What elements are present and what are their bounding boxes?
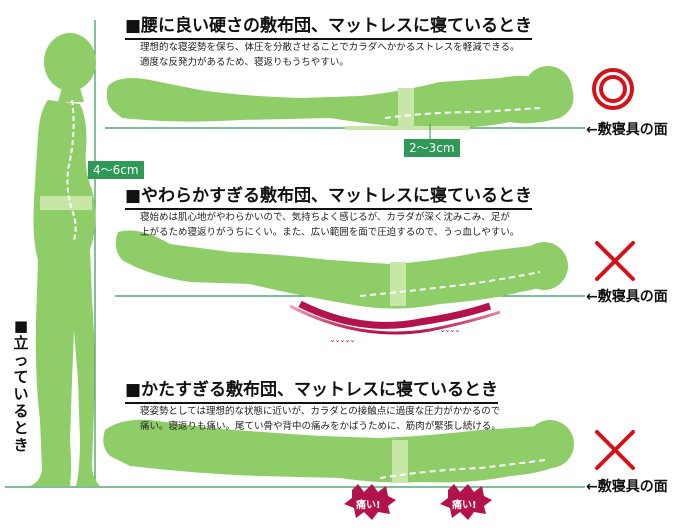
pain-label-1: 痛い! bbox=[356, 500, 381, 511]
standing-figure bbox=[30, 33, 100, 486]
standing-label-char: と bbox=[13, 419, 29, 437]
bad-mark-2 bbox=[595, 430, 635, 470]
measure-tag-2-3cm: 2～3cm bbox=[404, 139, 460, 157]
section-heading-soft: ■やわらかすぎる敷布団、マットレスに寝ているとき bbox=[125, 186, 533, 210]
surface-label-2: ←敷寝具の面 bbox=[586, 289, 668, 305]
pain-burst-1 bbox=[344, 484, 396, 520]
svg-text:ˇˇˇˇ: ˇˇˇˇ bbox=[440, 329, 460, 341]
good-mark bbox=[592, 68, 634, 110]
lying-figure-soft: ˇˇˇˇˇ ˇˇˇˇ bbox=[115, 230, 568, 351]
standing-label-char: い bbox=[13, 385, 29, 403]
surface-label-1: ←敷寝具の面 bbox=[586, 122, 668, 138]
standing-label-char: て bbox=[13, 368, 29, 386]
standing-label-char: き bbox=[13, 436, 29, 454]
section-desc-hard-line2: 痛い。寝返りも痛い。尾てい骨や背中の痛みをかばうために、筋肉が緊張し続ける。 bbox=[140, 421, 501, 432]
section-heading-hard: ■かたすぎる敷布団、マットレスに寝ているとき bbox=[125, 380, 499, 404]
pain-label-2: 痛い! bbox=[452, 500, 477, 511]
standing-label-char: る bbox=[13, 402, 29, 420]
section-desc-hard-line1: 寝姿勢としては理想的な状態に近いが、カラダとの接触点に過度な圧力がかかるので bbox=[140, 406, 501, 417]
measure-tag-4-6cm: 4～6cm bbox=[88, 161, 144, 179]
standing-label: ■ 立 っ て い る と き bbox=[11, 318, 31, 454]
standing-label-char: 立 bbox=[13, 334, 29, 352]
standing-label-char: っ bbox=[13, 351, 29, 369]
section-desc-soft-line2: 上がるため寝返りがうちにくい。また、広い範囲を面で圧迫するので、うっ血しやすい。 bbox=[140, 227, 520, 238]
section-desc-good-line2: 適度な反発力があるため、寝返りもうちやすい。 bbox=[140, 57, 349, 68]
section-desc-soft-line1: 寝始めは肌心地がやわらかいので、気持ちよく感じるが、カラダが深く沈みこみ、足が bbox=[140, 212, 510, 223]
lying-figure-hard bbox=[103, 419, 574, 483]
standing-label-char: ■ bbox=[13, 317, 29, 335]
section-desc-good-line1: 理想的な寝姿勢を保ち、体圧を分散させることでカラダへかかるストレスを軽減できる。 bbox=[140, 42, 520, 53]
lying-figure-good bbox=[106, 66, 574, 130]
surface-label-3: ←敷寝具の面 bbox=[586, 479, 668, 495]
pain-burst-2 bbox=[440, 484, 492, 520]
svg-text:ˇˇˇˇˇ: ˇˇˇˇˇ bbox=[330, 339, 355, 351]
bad-mark-1 bbox=[595, 241, 635, 281]
section-heading-good: ■腰に良い硬さの敷布団、マットレスに寝ているとき bbox=[125, 16, 533, 40]
